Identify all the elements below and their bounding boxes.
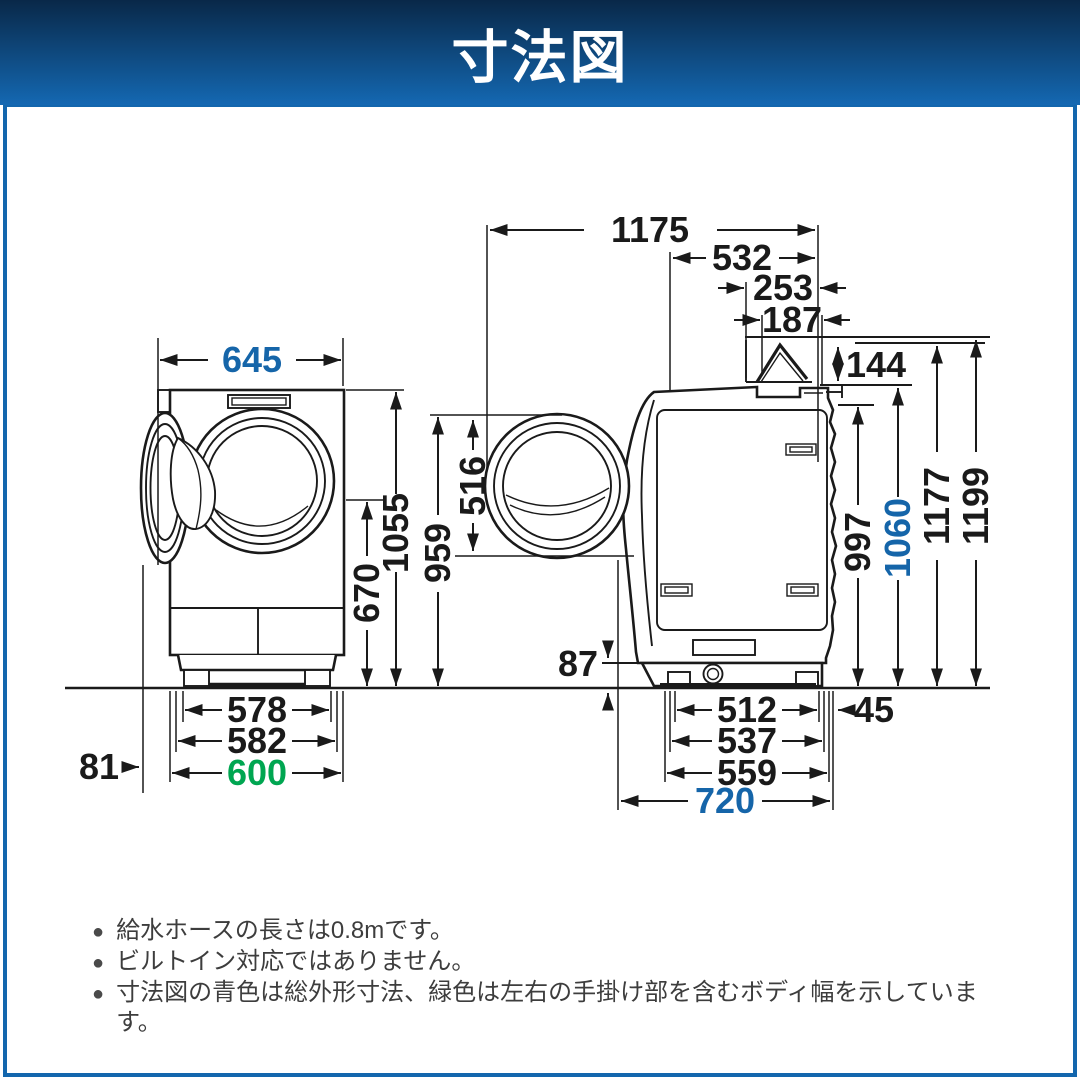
- note-item: ● ビルトイン対応ではありません。: [92, 947, 1022, 978]
- front-view-dimensions: 645 670 1055 959 516 578 582 600: [79, 338, 634, 793]
- dim-side-hose-drop: 144: [846, 344, 906, 385]
- side-view-drawing: [483, 340, 843, 688]
- bullet-icon: ●: [92, 952, 105, 974]
- dim-door-window-diameter: 516: [452, 456, 493, 516]
- dim-side-lid-open-height: 1177: [916, 467, 957, 545]
- note-item: ● 寸法図の青色は総外形寸法、緑色は左右の手掛け部を含むボディ幅を示しています。: [92, 978, 1022, 1038]
- side-view-dimensions: 1175 532 253 187 144 997 1060 1177 1199: [486, 209, 996, 821]
- front-top-hinge-tab: [157, 389, 171, 413]
- front-view-drawing: [139, 388, 346, 688]
- dim-side-lower-body-depth: 559: [717, 752, 777, 793]
- dim-side-back-panel-height: 997: [837, 512, 878, 572]
- note-text: 給水ホースの長さは0.8mです。: [116, 917, 454, 944]
- front-right-foot: [304, 669, 331, 687]
- title-banner: 寸法図: [0, 0, 1080, 105]
- side-open-door-window: [502, 431, 612, 541]
- side-vent-bottom-left: [660, 583, 693, 597]
- dim-side-total-depth-door-open: 1175: [611, 209, 689, 250]
- dim-front-base-width: 582: [227, 720, 287, 761]
- note-item: ● 給水ホースの長さは0.8mです。: [92, 916, 1022, 947]
- note-text: 寸法図の青色は総外形寸法、緑色は左右の手掛け部を含むボディ幅を示しています。: [116, 979, 978, 1036]
- note-text: ビルトイン対応ではありません。: [116, 948, 476, 975]
- open-lid: [755, 342, 809, 383]
- dim-side-base-depth: 537: [717, 720, 777, 761]
- side-vent-bottom-right: [786, 583, 819, 597]
- dim-side-upper-depth: 532: [712, 237, 772, 278]
- notes-section: ● 給水ホースの長さは0.8mです。 ● ビルトイン対応ではありません。 ● 寸…: [92, 916, 1022, 1038]
- dim-side-feet-depth: 512: [717, 689, 777, 730]
- dim-side-body-depth: 720: [695, 780, 755, 821]
- side-inner-panel: [656, 409, 828, 631]
- bullet-icon: ●: [92, 983, 105, 1005]
- side-vent-top: [785, 443, 817, 456]
- side-body-outline: [621, 385, 838, 665]
- dim-side-total-height-with-hose: 1060: [877, 498, 918, 578]
- bullet-icon: ●: [92, 921, 105, 943]
- drain-cap: [702, 663, 724, 685]
- side-open-door-ring: [483, 412, 631, 560]
- front-base: [176, 654, 338, 672]
- dim-front-body-width-with-grips: 600: [227, 752, 287, 793]
- dim-front-total-width: 645: [222, 339, 282, 380]
- dim-side-rear-clearance: 45: [854, 689, 894, 730]
- page-title: 寸法図: [451, 25, 629, 90]
- side-front-seam: [640, 399, 655, 647]
- dim-side-total-height-lid-open: 1199: [955, 467, 996, 545]
- dim-front-feet-width: 578: [227, 689, 287, 730]
- dim-front-door-top-height: 959: [417, 523, 458, 583]
- dim-side-lid-depth: 253: [753, 267, 813, 308]
- dim-front-body-height: 1055: [375, 493, 416, 573]
- dim-side-front-base-clearance: 87: [558, 643, 598, 684]
- side-base-notch: [692, 639, 756, 656]
- front-left-foot: [183, 669, 210, 687]
- dim-door-protrusion: 81: [79, 746, 119, 787]
- dim-side-lid-upper-depth: 187: [762, 299, 822, 340]
- dim-front-drum-center-height: 670: [346, 563, 387, 623]
